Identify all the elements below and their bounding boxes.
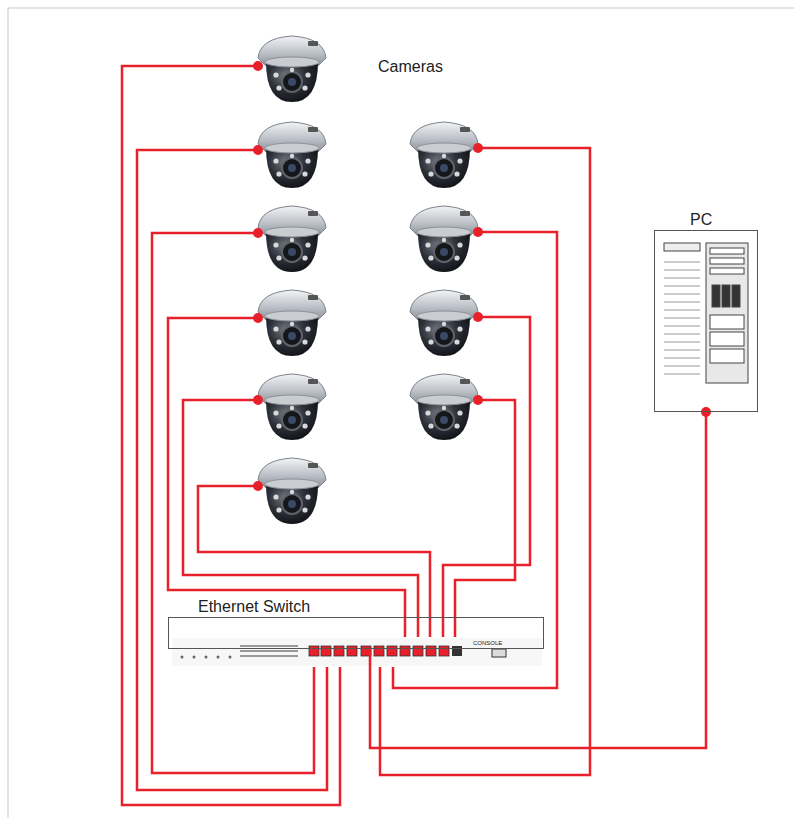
dome-cameras bbox=[258, 36, 478, 524]
cameras-label: Cameras bbox=[378, 58, 443, 76]
node-heading: Ethernet Switch bbox=[198, 597, 310, 617]
node-outline bbox=[654, 230, 758, 412]
cable-dot bbox=[701, 407, 711, 417]
switch-faceplate bbox=[172, 638, 542, 666]
node-heading: PC bbox=[690, 210, 712, 230]
camera-dots bbox=[253, 61, 483, 491]
network-cable bbox=[370, 412, 706, 748]
pc-tower bbox=[664, 243, 748, 383]
pc-tower-box: PC bbox=[654, 210, 758, 412]
console-label: CONSOLE bbox=[473, 640, 502, 646]
camera-wires bbox=[122, 66, 590, 805]
